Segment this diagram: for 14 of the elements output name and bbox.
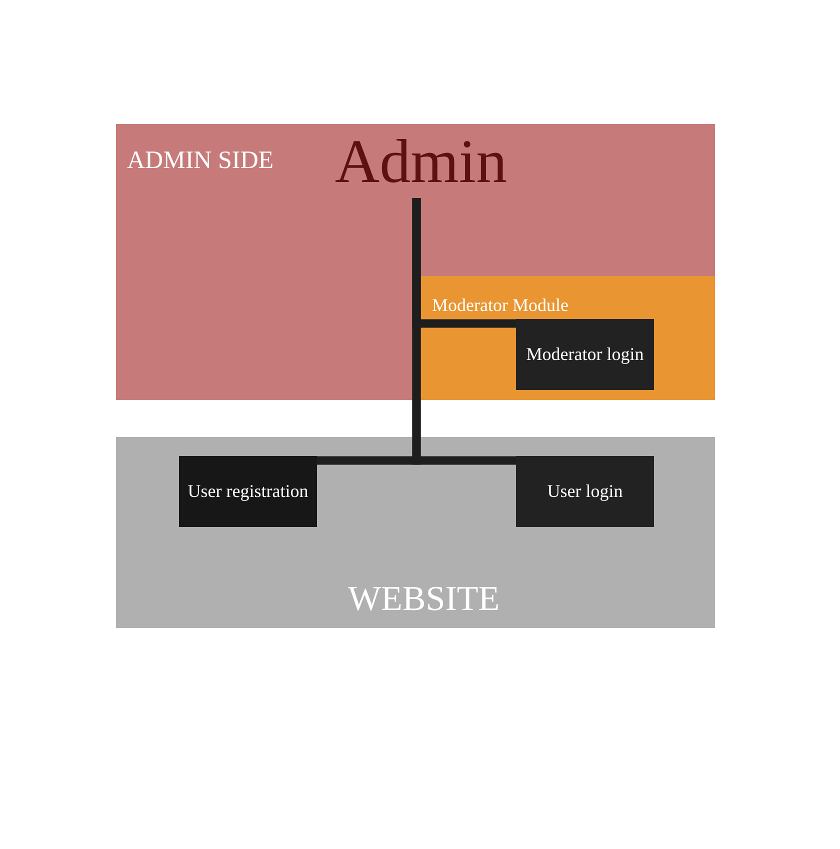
- section-panel: [116, 124, 715, 400]
- panel-label: Moderator Module: [432, 296, 568, 314]
- panel-label: WEBSITE: [348, 581, 500, 616]
- process-box: [179, 456, 317, 527]
- process-box: [516, 456, 654, 527]
- process-box: [516, 319, 654, 390]
- module-panel: [420, 276, 715, 400]
- panel-label: ADMIN SIDE: [127, 148, 274, 173]
- box-label: Moderator login: [526, 344, 644, 365]
- section-panel: [116, 437, 715, 628]
- heading-text: Admin: [333, 131, 509, 198]
- connector-line: [412, 198, 516, 465]
- box-label: User login: [547, 481, 623, 502]
- box-label: User registration: [188, 481, 308, 502]
